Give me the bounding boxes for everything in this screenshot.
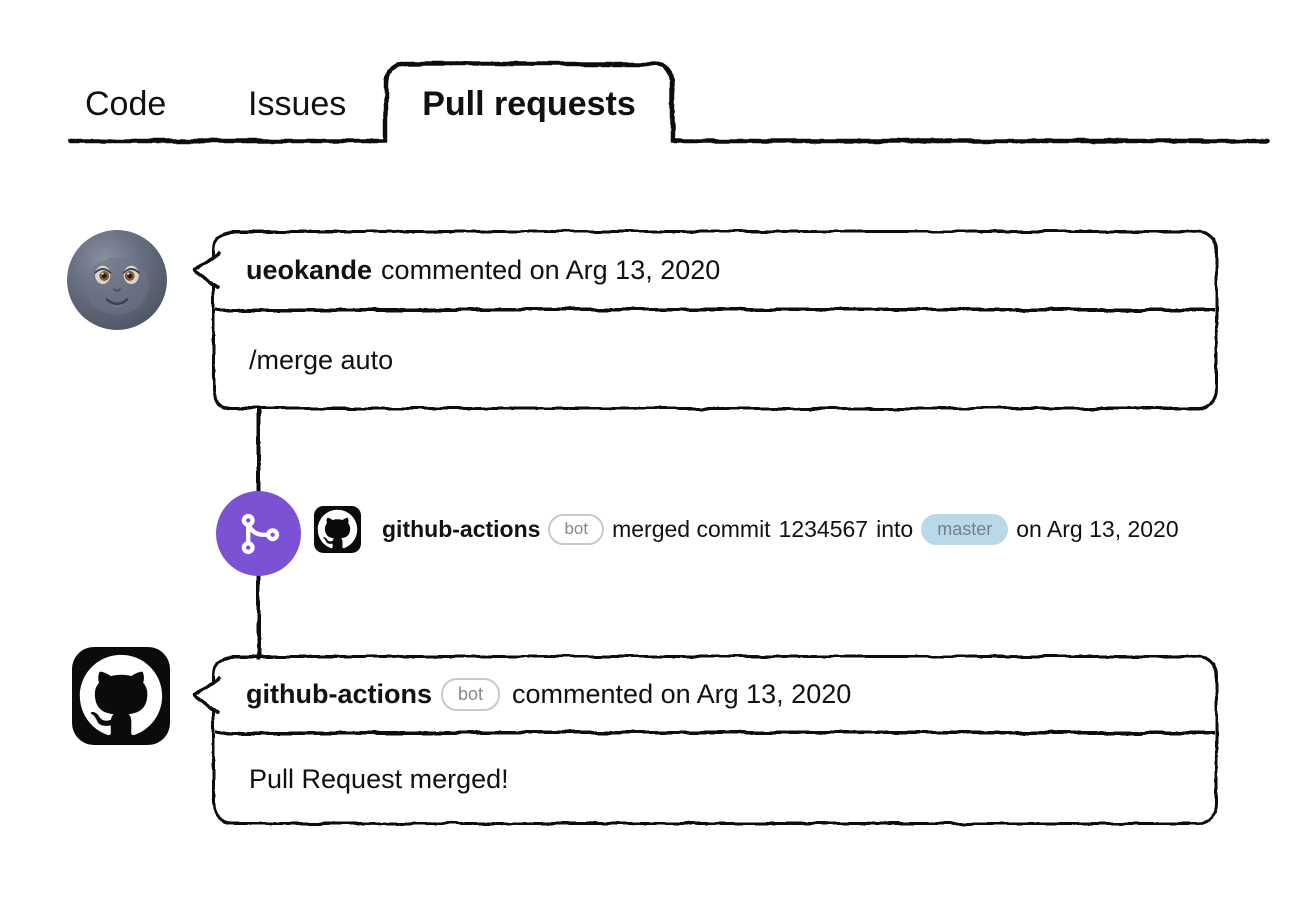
bot-badge: bot bbox=[548, 514, 605, 545]
comment-2-body: Pull Request merged! bbox=[249, 763, 509, 794]
comment-1-header: ueokande commented on Arg 13, 2020 bbox=[246, 230, 1198, 310]
comment-2-header: github-actions bot commented on Arg 13, … bbox=[246, 655, 1198, 733]
comment-1-divider bbox=[215, 303, 1215, 317]
git-merge-glyph bbox=[241, 513, 279, 554]
tab-pull-requests[interactable]: Pull requests bbox=[422, 85, 636, 123]
comment-meta: commented on Arg 13, 2020 bbox=[381, 254, 721, 285]
comment-1: ueokande commented on Arg 13, 2020 /merg… bbox=[193, 230, 1218, 410]
comment-author[interactable]: github-actions bbox=[246, 678, 432, 709]
merge-event-action: merged commit bbox=[612, 516, 771, 542]
comment-1-body: /merge auto bbox=[249, 344, 394, 375]
bot-badge: bot bbox=[440, 677, 501, 711]
merge-event-text: github-actions bot merged commit 1234567… bbox=[382, 506, 1179, 553]
merge-event-date: on Arg 13, 2020 bbox=[1016, 516, 1179, 542]
comment-1-bubble-tail bbox=[193, 250, 221, 290]
github-avatar-large[interactable] bbox=[72, 647, 170, 745]
new-moon-face-avatar[interactable] bbox=[66, 229, 168, 331]
tab-outline-drawing bbox=[67, 61, 1271, 144]
comment-2-bubble-tail bbox=[193, 675, 221, 715]
comment-2: github-actions bot commented on Arg 13, … bbox=[193, 655, 1218, 825]
comment-meta: commented on Arg 13, 2020 bbox=[512, 678, 852, 709]
merge-event-author[interactable]: github-actions bbox=[382, 516, 541, 542]
merge-event-commit[interactable]: 1234567 bbox=[778, 516, 869, 542]
tab-issues[interactable]: Issues bbox=[248, 85, 347, 123]
tab-code[interactable]: Code bbox=[85, 85, 167, 123]
github-avatar-small[interactable] bbox=[314, 506, 361, 553]
comment-author[interactable]: ueokande bbox=[246, 254, 373, 285]
comment-2-divider bbox=[215, 726, 1215, 740]
git-merge-icon bbox=[216, 491, 301, 576]
merge-event-preposition: into bbox=[876, 516, 914, 542]
branch-badge[interactable]: master bbox=[921, 514, 1009, 545]
